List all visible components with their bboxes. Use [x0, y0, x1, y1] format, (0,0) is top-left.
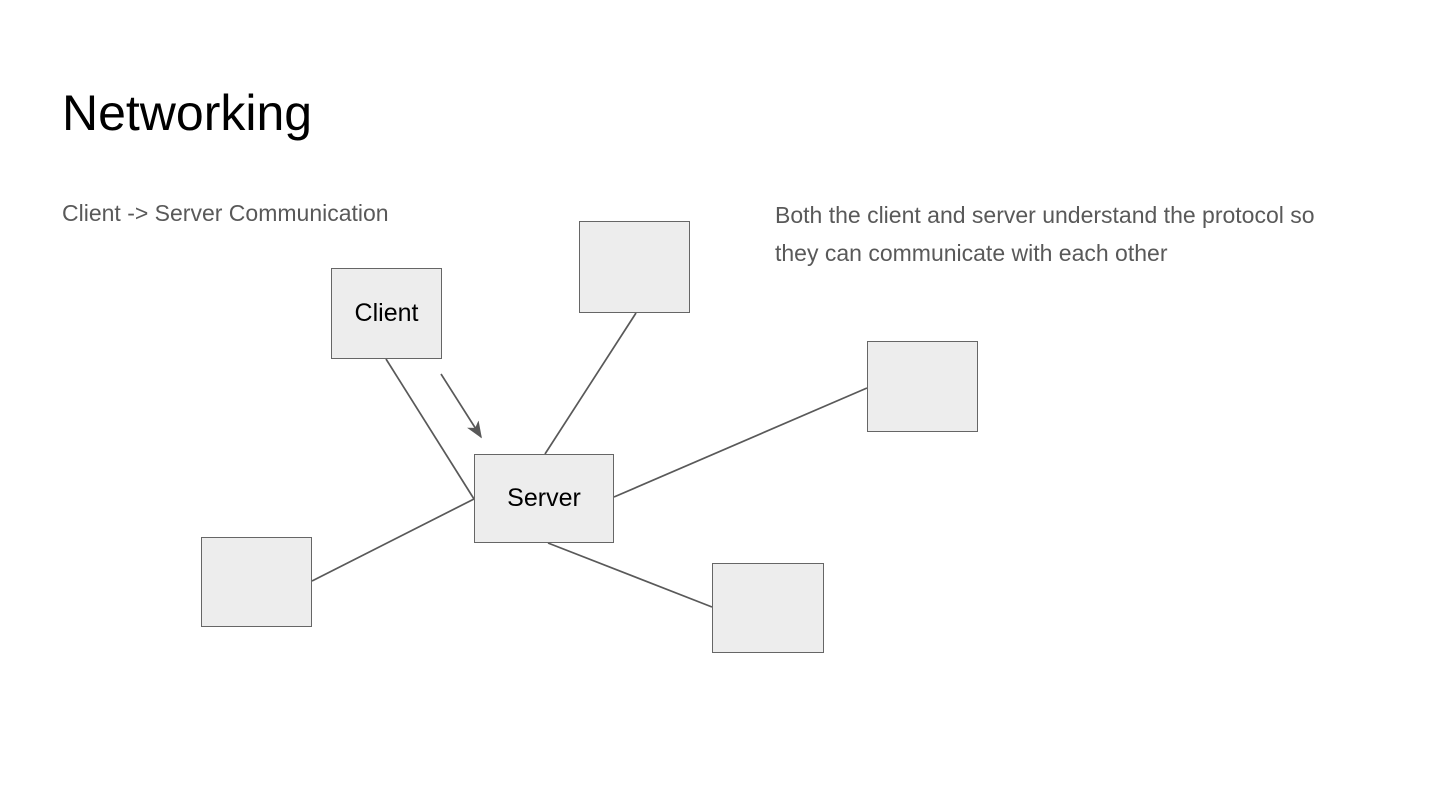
diagram-node-peer-top[interactable] — [579, 221, 690, 313]
diagram-node-label: Client — [354, 299, 419, 327]
diagram-edge-client-to-server-arrow — [440, 373, 482, 439]
diagram-edge-peer-bottom-right-to-server — [547, 542, 713, 608]
diagram-node-peer-right[interactable] — [867, 341, 978, 432]
right-body-text: Both the client and server understand th… — [775, 202, 1315, 266]
diagram-node-server[interactable]: Server — [474, 454, 614, 543]
diagram-node-peer-bottom-right[interactable] — [712, 563, 824, 653]
diagram-edge-peer-right-to-server — [613, 387, 868, 498]
left-subtitle-text: Client -> Server Communication — [62, 200, 389, 226]
diagram-edge-client-to-server-line — [385, 358, 475, 500]
diagram-node-client[interactable]: Client — [331, 268, 442, 359]
diagram-edge-peer-top-to-server — [544, 312, 637, 455]
diagram-node-label: Server — [507, 484, 581, 512]
page-title: Networking — [62, 85, 313, 141]
diagram-node-peer-bottom-left[interactable] — [201, 537, 312, 627]
diagram-edge-peer-bottom-left-to-server — [311, 498, 475, 582]
